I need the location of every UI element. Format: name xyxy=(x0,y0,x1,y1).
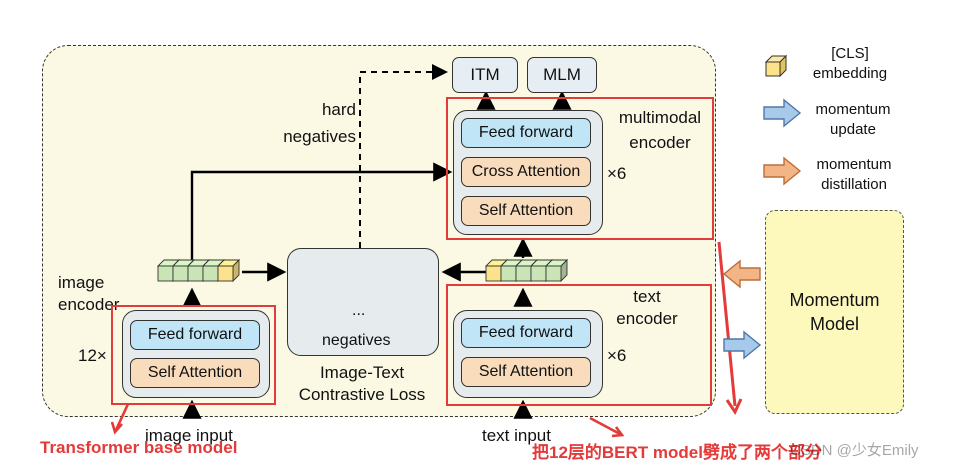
hard-negatives-arrow xyxy=(359,64,448,248)
transformer-base-annotation: Transformer base model xyxy=(40,438,238,457)
x6-text-label: ×6 xyxy=(607,346,627,365)
hard-negatives-label: hard negatives xyxy=(283,100,356,146)
legend-momentum-distillation-label: momentum distillation xyxy=(816,156,892,193)
red-arrow-transformer xyxy=(114,403,130,431)
x12-image-label: 12× xyxy=(78,346,107,365)
red-arrow-bert xyxy=(589,416,621,436)
mm-feed-forward-layer: Feed forward xyxy=(461,118,591,148)
mm-cross-attention-layer: Cross Attention xyxy=(461,157,591,187)
negatives-label: negatives xyxy=(322,332,391,349)
contrastive-loss-label: Image-Text Contrastive Loss xyxy=(298,363,426,404)
momentum-update-legend-arrow xyxy=(763,98,802,128)
multimodal-encoder-label: multimodal encoder xyxy=(618,108,702,152)
image-to-cross-attention-arrow xyxy=(190,162,453,262)
update-arrow xyxy=(723,330,762,360)
momentum-distill-legend-arrow xyxy=(763,156,802,186)
itm-head: ITM xyxy=(452,57,518,93)
mm-self-attention-layer: Self Attention xyxy=(461,196,591,226)
img-self-attention-layer: Self Attention xyxy=(130,358,260,388)
mlm-head: MLM xyxy=(527,57,597,93)
image-cls-cube xyxy=(216,258,241,283)
multimodal-encoder-highlight xyxy=(446,97,714,240)
legend-momentum-update-label: momentum update xyxy=(815,101,891,138)
cls-legend-cube xyxy=(764,54,788,78)
image-input-label: image input xyxy=(145,426,233,445)
txt-self-attention-layer: Self Attention xyxy=(461,357,591,387)
x6-multimodal-label: ×6 xyxy=(607,164,627,183)
watermark: CSDN @少女Emily xyxy=(790,442,919,459)
bert-split-annotation: 把12层的BERT model劈成了两个部分 xyxy=(532,443,822,462)
negatives-ellipsis: ... xyxy=(352,302,366,319)
legend-cls-label: [CLS] embedding xyxy=(812,45,888,82)
text-encoder-label: text encoder xyxy=(616,287,678,328)
image-encoder-label: image encoder xyxy=(58,273,120,314)
txt-feed-forward-layer: Feed forward xyxy=(461,318,591,348)
distill-arrow xyxy=(722,259,761,289)
text-encoder-highlight xyxy=(446,284,712,406)
text-embedding-cube xyxy=(544,258,569,283)
momentum-model-label: Momentum Model xyxy=(789,290,880,334)
img-feed-forward-layer: Feed forward xyxy=(130,320,260,350)
red-arrow-split xyxy=(717,241,737,407)
text-input-label: text input xyxy=(482,426,551,445)
momentum-model-box: Momentum Model xyxy=(765,210,904,414)
transformer-base-highlight xyxy=(111,305,276,405)
itc-block xyxy=(287,248,439,356)
